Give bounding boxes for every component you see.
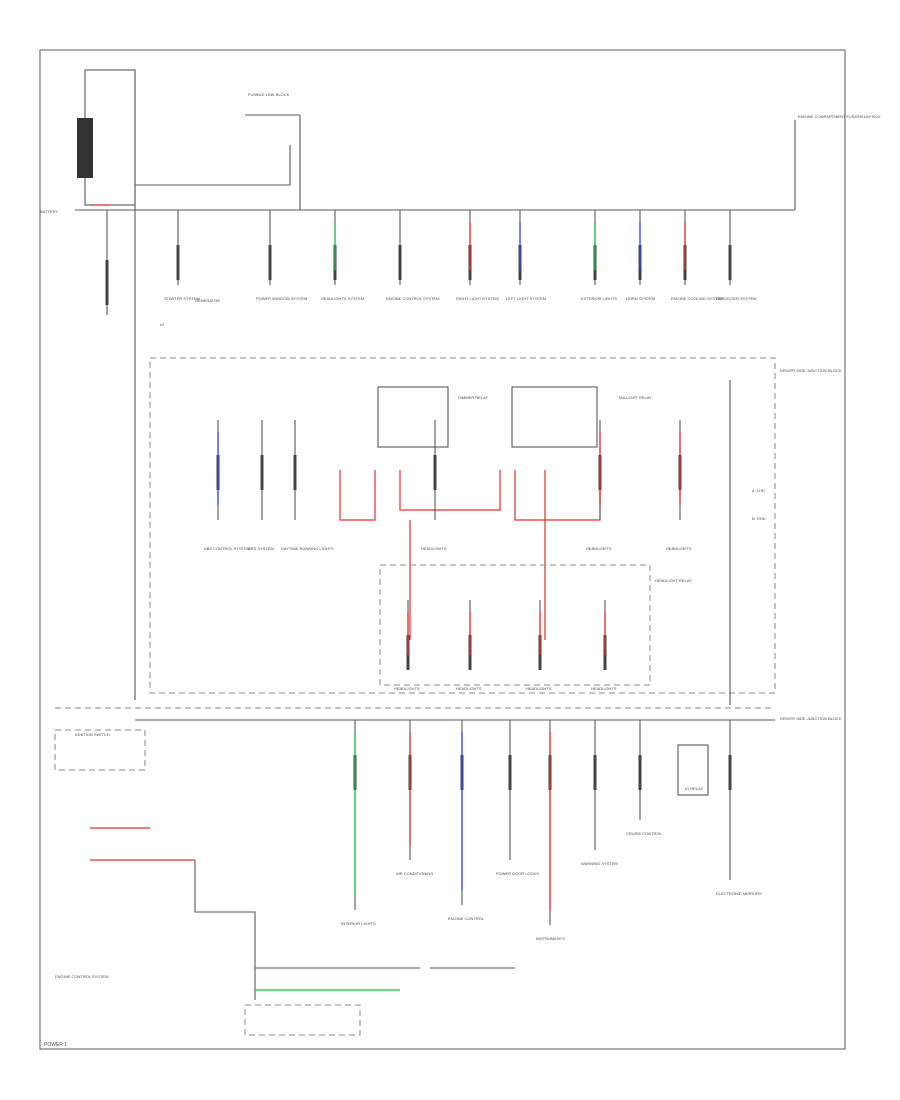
left-note: ENGINE CONTROL SYSTEM [55, 974, 108, 979]
top-load-label: EXTERIOR LIGHTS [581, 296, 617, 301]
bottom-load-3: POWER DOOR LOCKS [496, 720, 539, 876]
top-branches: STARTER SYSTEM POWER WINDOW SYSTEM HEADLIG… [164, 210, 756, 301]
lower-load-label: HEADLIGHTS [456, 686, 482, 691]
bottom-load-0: INTERIOR LIGHTS [341, 720, 376, 926]
legend-b: B: RHD [752, 516, 766, 521]
mid-load-2: DAYTIME RUNNING LIGHTS [281, 420, 334, 551]
mid-load-label: ABS CONTROL SYSTEM [204, 546, 250, 551]
bottom-load-5: WARNING SYSTEM [581, 720, 618, 866]
top-load-label: RIGHT LIGHT SYSTEM [456, 296, 499, 301]
mid-right-note: HEADLIGHT RELAY [655, 578, 692, 583]
top-load-4: RIGHT LIGHT SYSTEM [456, 210, 499, 301]
bottom-load-2: ENGINE CONTROL [448, 720, 485, 921]
mid-load-label: SRS SYSTEM [248, 546, 274, 551]
bottom-load-label: INTERIOR LIGHTS [341, 921, 376, 926]
top-load-8: ENGINE COOLING SYSTEM [671, 210, 723, 301]
legend-a: A: LHD [752, 488, 765, 493]
bottom-load-label: WARNING SYSTEM [581, 861, 618, 866]
lower-load-label: HEADLIGHTS [526, 686, 552, 691]
top-load-label: LEFT LIGHT SYSTEM [506, 296, 546, 301]
top-load-label: STARTER SYSTEM [164, 296, 200, 301]
ignition-switch-label: IGNITION SWITCH [75, 732, 110, 737]
bottom-bus: DRIVER SIDE JUNCTION BLOCK IGNITION SWIT… [54, 707, 842, 1036]
mid-load-label: HEADLIGHTS [421, 546, 447, 551]
top-load-1: POWER WINDOW SYSTEM [256, 210, 307, 301]
top-load-2: HEADLIGHTS SYSTEM [321, 210, 364, 301]
junction-block: DRIVER SIDE JUNCTION BLOCK HEADLIGHT REL… [149, 357, 842, 705]
lower-load-0: HEADLIGHTS [394, 600, 420, 691]
bottom-branches: INTERIOR LIGHTS AIR CONDITIONING ENGINE CO… [341, 720, 762, 941]
battery-label: BATTERY [40, 209, 58, 214]
taillight-relay-label: TAILLIGHT RELAY [618, 395, 652, 400]
top-load-label: HEADLIGHTS SYSTEM [321, 296, 364, 301]
generator-label: GENERATOR [195, 298, 220, 303]
top-load-label: HORN SYSTEM [626, 296, 655, 301]
fusible-link-label: FUSIBLE LINK BLOCK [248, 92, 290, 97]
lower-load-3: HEADLIGHTS [591, 600, 617, 691]
bottom-load-4: INSTRUMENTS [536, 720, 565, 941]
bottom-load-1: AIR CONDITIONING [396, 720, 433, 876]
bottom-load-label: INSTRUMENTS [536, 936, 565, 941]
top-load-label: DEFOGGER SYSTEM [716, 296, 756, 301]
right-note: IG RELAY [685, 786, 703, 791]
lower-load-label: HEADLIGHTS [394, 686, 420, 691]
relay-box-title: ENGINE COMPARTMENT FUSE/RELAY BOX [798, 114, 881, 119]
mid-load-3: HEADLIGHTS [421, 420, 447, 551]
lower-branches: HEADLIGHTS HEADLIGHTS HEADLIGHTS HEADLIGHTS [394, 600, 617, 691]
mid-load-label: DAYTIME RUNNING LIGHTS [281, 546, 334, 551]
bottom-load-label: POWER DOOR LOCKS [496, 871, 539, 876]
lower-load-1: HEADLIGHTS [456, 600, 482, 691]
battery-symbol [77, 118, 93, 178]
corner-label: POWER 1 [44, 1042, 67, 1048]
mid-load-label: HEADLIGHTS [586, 546, 612, 551]
mid-load-1: SRS SYSTEM [248, 420, 274, 551]
bottom-load-7: ELECTRONIC MIRRORS [716, 720, 762, 896]
top-load-9: DEFOGGER SYSTEM [716, 210, 756, 301]
mid-load-5: HEADLIGHTS [666, 420, 692, 551]
top-load-5: LEFT LIGHT SYSTEM [506, 210, 546, 301]
bottom-load-label: CRUISE CONTROL [626, 831, 663, 836]
top-load-3: ENGINE CONTROL SYSTEM [386, 210, 439, 301]
top-load-7: HORN SYSTEM [626, 210, 655, 301]
diagram-frame [39, 49, 846, 1050]
top-bus: FUSIBLE LINK BLOCK ENGINE COMPARTMENT FU… [75, 70, 881, 700]
mid-load-0: ABS CONTROL SYSTEM [204, 420, 250, 551]
bottom-load-label: ENGINE CONTROL [448, 916, 485, 921]
bottom-load-6: CRUISE CONTROL [626, 720, 663, 836]
mid-load-label: HEADLIGHTS [666, 546, 692, 551]
junction-title: DRIVER SIDE JUNCTION BLOCK [780, 368, 842, 373]
top-load-label: ENGINE COOLING SYSTEM [671, 296, 723, 301]
top-load-0: STARTER SYSTEM [164, 210, 200, 301]
battery-area: BATTERY [40, 69, 136, 315]
bottom-load-label: ELECTRONIC MIRRORS [716, 891, 762, 896]
top-load-label: ENGINE CONTROL SYSTEM [386, 296, 439, 301]
mid-load-4: HEADLIGHTS [586, 420, 612, 551]
ignition-top-label: IG [160, 322, 164, 327]
lower-load-2: HEADLIGHTS [526, 600, 552, 691]
top-load-6: EXTERIOR LIGHTS [581, 210, 617, 301]
bottom-title: DRIVER SIDE JUNCTION BLOCK [780, 716, 842, 721]
dimmer-relay-label: DIMMER RELAY [458, 395, 488, 400]
bottom-load-label: AIR CONDITIONING [396, 871, 433, 876]
top-load-label: POWER WINDOW SYSTEM [256, 296, 307, 301]
lower-load-label: HEADLIGHTS [591, 686, 617, 691]
